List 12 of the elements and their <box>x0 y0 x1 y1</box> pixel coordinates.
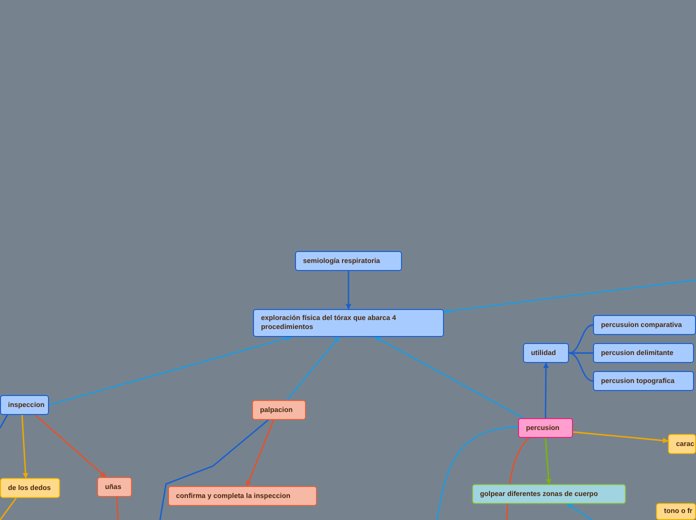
arrow <box>572 431 669 444</box>
arrow <box>346 271 352 310</box>
arrow <box>48 336 292 406</box>
arrow <box>544 438 552 485</box>
arrow <box>543 362 549 418</box>
arrow <box>443 279 696 314</box>
arrow <box>567 503 592 520</box>
arrow <box>374 336 524 419</box>
arrow <box>246 420 274 487</box>
arrow <box>34 414 106 478</box>
arrow <box>21 414 28 479</box>
arrow <box>286 336 340 400</box>
